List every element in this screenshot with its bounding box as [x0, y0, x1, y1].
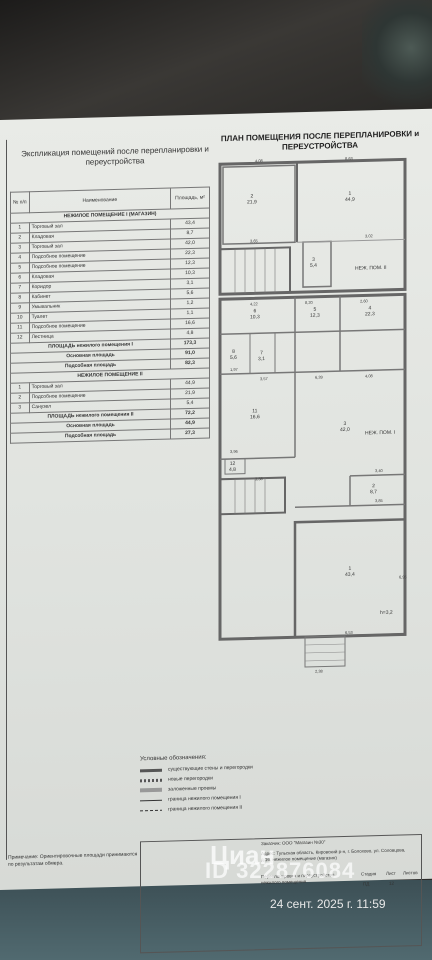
dimension-label: 3,65 — [250, 238, 258, 244]
row-number: 3 — [10, 242, 30, 254]
row-number: 2 — [10, 232, 30, 244]
watermark-id: ID 322876084 — [205, 858, 356, 883]
floor-plan: 2 21,9 1 44,9 3 5,4 НЕЖ. ПОМ. II 6 10,3 … — [215, 154, 415, 719]
dimension-label: 3,02 — [365, 233, 373, 239]
wall-row-4 — [295, 503, 405, 509]
dimension-label: 8,63 — [345, 155, 353, 161]
room-label-4: 4 22,3 — [365, 305, 375, 318]
dimension-label: 3,85 — [375, 497, 383, 504]
dimension-label: 6,95 — [399, 574, 407, 580]
title-block-stage-header: Стадия — [361, 871, 377, 877]
row-number: 5 — [10, 262, 30, 274]
room-label-7: 7 3,1 — [258, 350, 265, 363]
row-number: 10 — [10, 312, 30, 324]
wall-mid — [297, 238, 405, 243]
dimension-label: 8,20 — [305, 299, 313, 306]
room-label-12: 12 4,8 — [229, 460, 236, 474]
room-2-top — [222, 164, 296, 245]
room-3-top — [302, 240, 332, 288]
row-number: 11 — [10, 322, 30, 334]
legend-label: граница нежилого помещения I — [168, 794, 241, 803]
row-number: 1 — [10, 222, 30, 234]
room-label-3-top: 3 5,4 — [310, 256, 317, 269]
dimension-label: 4,08 — [365, 373, 373, 379]
legend-swatch — [140, 787, 162, 793]
note: Примечание: Ориентировочные площади прин… — [8, 851, 138, 868]
room-label-1-top: 1 44,9 — [345, 190, 355, 203]
row-number: 12 — [10, 332, 30, 344]
room-label-5: 5 12,3 — [310, 306, 320, 319]
row-number: 2 — [10, 392, 30, 404]
row-number: 7 — [10, 282, 30, 294]
dimension-label: 3,96 — [230, 448, 238, 454]
dimension-label: 3,40 — [375, 467, 383, 474]
background-cloth — [0, 880, 432, 960]
zone-label-nezh-2: НЕЖ. ПОМ. II — [355, 264, 387, 272]
wall-lower-block — [218, 292, 407, 641]
title-block-sheet-header: Лист — [386, 870, 396, 876]
legend-swatch — [140, 778, 162, 782]
floor-plan-sheet: Экспликация помещений после перепланиров… — [0, 108, 432, 954]
room-label-3-mid: 3 42,0 — [340, 420, 350, 434]
dimension-label: 3,38 — [255, 476, 263, 482]
room-12 — [224, 458, 246, 475]
legend-label: существующие стены и перегородки — [168, 764, 253, 773]
title-block: Заказчик: ООО "Магазин №30" Адрес: Тульс… — [140, 833, 422, 954]
legend-label: новые перегородки — [168, 775, 213, 783]
legend-swatch — [140, 809, 162, 811]
room-label-8: 8 5,6 — [230, 348, 237, 361]
wall-row-2 — [220, 368, 405, 375]
dimension-label: 6,39 — [315, 374, 323, 380]
explication-table: № п/п Наименование Площадь, м² НЕЖИЛОЕ П… — [10, 187, 210, 444]
zone-label-nezh-1: НЕЖ. ПОМ. I — [365, 429, 396, 437]
legend-label: граница нежилого помещения II — [168, 804, 243, 813]
title-block-sheets-header: Листов — [403, 870, 418, 876]
photo-timestamp: 24 сент. 2025 г. 11:59 — [270, 897, 386, 911]
title-block-stage-value: ПД — [363, 881, 370, 887]
row-number: 3 — [10, 402, 30, 414]
legend-swatch — [140, 799, 162, 801]
row-number: 6 — [10, 272, 30, 284]
header-area: Площадь, м² — [170, 187, 210, 210]
stair-top-steps — [234, 247, 276, 294]
room-label-6: 6 10,3 — [250, 308, 260, 321]
legend-label: заложенные проемы — [168, 785, 217, 793]
room-label-11: 11 16,6 — [250, 408, 260, 421]
row-number: 4 — [10, 252, 30, 264]
stair-lower — [219, 476, 286, 516]
wall-row-1 — [220, 328, 405, 335]
dimension-label: 1,97 — [230, 366, 238, 372]
room-label-2-top: 2 21,9 — [247, 193, 257, 206]
summary-value: 27,3 — [170, 428, 210, 440]
legend: Условные обозначения: существующие стены… — [140, 753, 270, 815]
ceiling-height-label: h=3,2 — [380, 609, 393, 617]
entrance-steps — [304, 635, 346, 668]
row-number: 1 — [10, 382, 30, 394]
title-block-sheet-value: 12 — [389, 880, 395, 886]
dimension-label: 3,57 — [260, 375, 268, 382]
stair-lower-steps — [234, 478, 266, 514]
background-fabric — [362, 0, 432, 120]
dimension-label: 4,08 — [255, 158, 263, 164]
dimension-label: 2,38 — [315, 668, 323, 674]
row-number: 9 — [10, 302, 30, 314]
legend-swatch — [140, 768, 162, 772]
room-1-bottom — [293, 518, 407, 639]
row-number: 8 — [10, 292, 30, 304]
dimension-label: 2,60 — [360, 298, 368, 304]
room-label-1-bottom: 1 43,4 — [345, 565, 355, 578]
dimension-label: 6,53 — [345, 629, 353, 635]
room-label-2-mid: 2 8,7 — [370, 483, 377, 496]
floor-plan-drawing — [218, 157, 407, 668]
header-number: № п/п — [10, 191, 30, 214]
dimension-label: 4,22 — [250, 301, 258, 307]
entrance-step-lines — [305, 643, 345, 662]
watermark-logo: Циан — [210, 840, 276, 870]
wall-room2 — [350, 473, 405, 477]
wall-upper-block — [218, 157, 407, 296]
